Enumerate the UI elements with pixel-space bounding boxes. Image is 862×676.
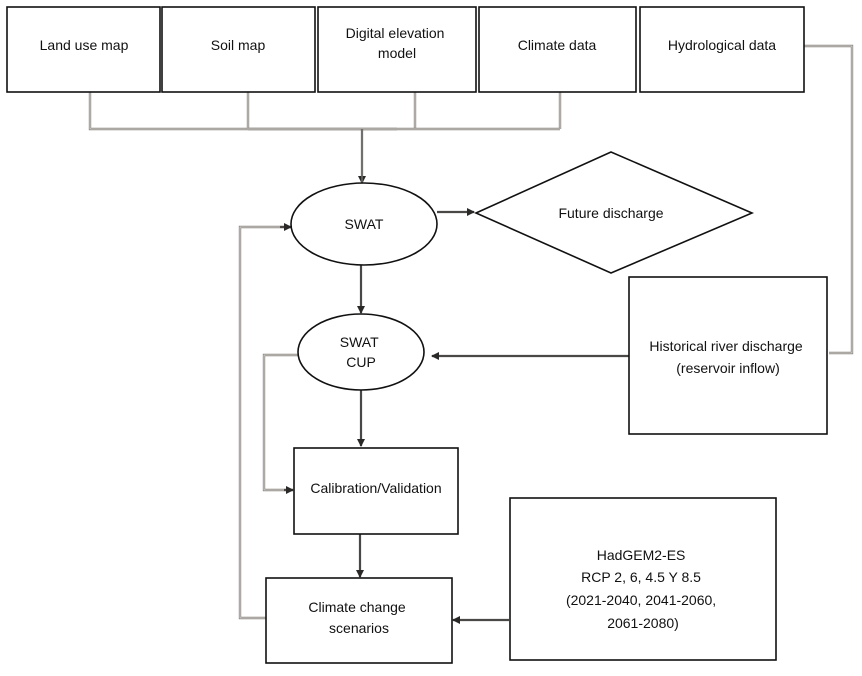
node-historical-river-discharge-label: Historical river discharge (reservoir in…	[649, 338, 806, 376]
node-climate-change-scenarios: Climate change scenarios	[265, 577, 453, 664]
connector-swatcup-loop-to-calibration	[262, 353, 300, 494]
node-hydrological-data-label: Hydrological data	[668, 37, 776, 53]
node-land-use-map-label: Land use map	[40, 37, 129, 53]
connector-inputs-to-swat	[88, 92, 562, 184]
node-hadgem2-es-label: HadGEM2-ES RCP 2, 6, 4.5 Y 8.5 (2021-204…	[566, 547, 720, 631]
node-swat: SWAT	[290, 182, 438, 266]
node-hydrological-data: Hydrological data	[639, 6, 805, 93]
node-hadgem2-es: HadGEM2-ES RCP 2, 6, 4.5 Y 8.5 (2021-204…	[509, 497, 777, 661]
node-climate-data-label: Climate data	[518, 37, 597, 53]
node-future-discharge-label: Future discharge	[558, 205, 663, 221]
node-land-use-map: Land use map	[6, 6, 161, 93]
node-swat-label: SWAT	[345, 216, 384, 232]
connector-hydro-to-historical	[804, 44, 854, 355]
node-swat-cup: SWAT CUP	[297, 313, 425, 391]
connector-scenarios-to-swat	[238, 223, 292, 620]
node-future-discharge: Future discharge	[474, 151, 755, 274]
node-soil-map: Soil map	[161, 6, 316, 93]
node-climate-change-scenarios-label: Climate change scenarios	[308, 599, 409, 636]
node-calibration-validation: Calibration/Validation	[293, 447, 459, 535]
node-digital-elevation-model-label: Digital elevation model	[346, 25, 449, 61]
node-historical-river-discharge: Historical river discharge (reservoir in…	[628, 276, 828, 435]
node-swat-cup-label: SWAT CUP	[340, 334, 383, 370]
node-calibration-validation-label: Calibration/Validation	[310, 480, 441, 496]
node-soil-map-label: Soil map	[211, 37, 266, 53]
node-climate-data: Climate data	[478, 6, 637, 93]
node-digital-elevation-model: Digital elevation model	[317, 6, 477, 93]
